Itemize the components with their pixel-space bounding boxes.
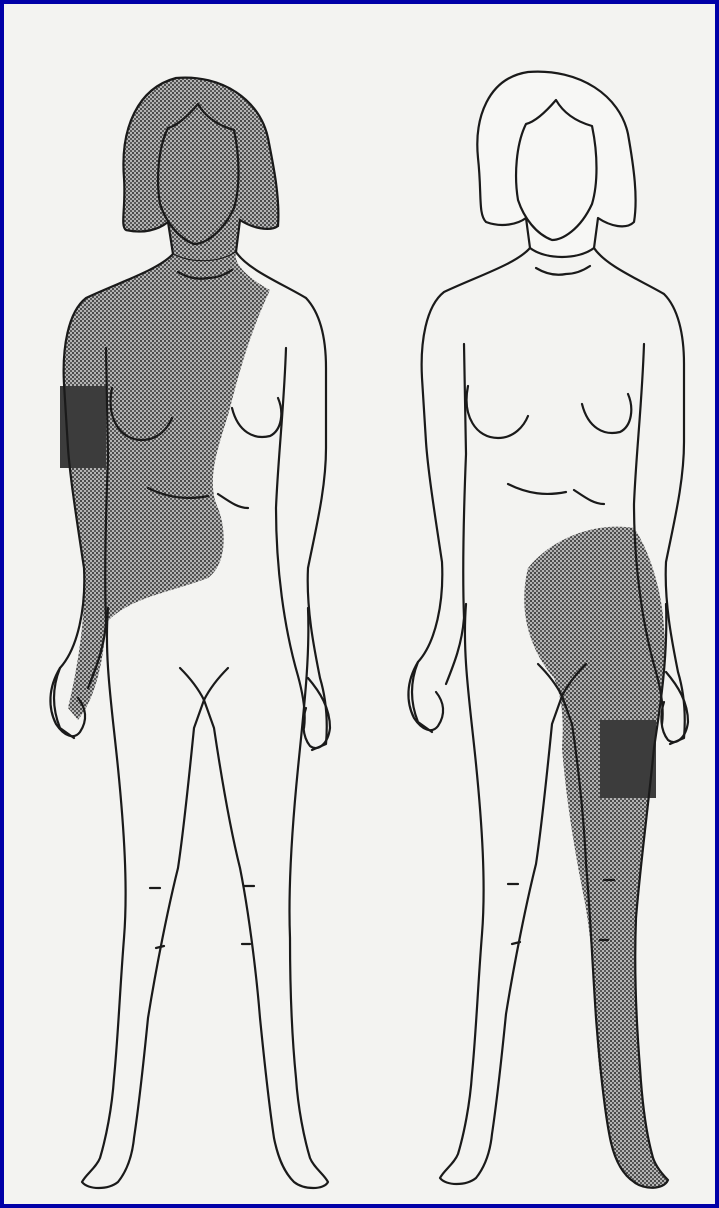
figure-left — [50, 78, 330, 1188]
right-breast-line — [467, 386, 632, 438]
right-collarbones — [536, 266, 590, 275]
right-hand-right — [408, 662, 443, 730]
right-dark-patch — [600, 720, 656, 798]
right-ribs — [508, 484, 604, 504]
figure-right — [408, 72, 688, 1188]
left-legs-outline — [82, 608, 328, 1188]
left-shaded-hair — [123, 78, 278, 262]
body-figures-diagram — [8, 8, 719, 1208]
left-shaded-torso — [64, 252, 270, 720]
left-pelvis-v — [180, 668, 228, 700]
right-shaded-leg — [524, 527, 668, 1188]
